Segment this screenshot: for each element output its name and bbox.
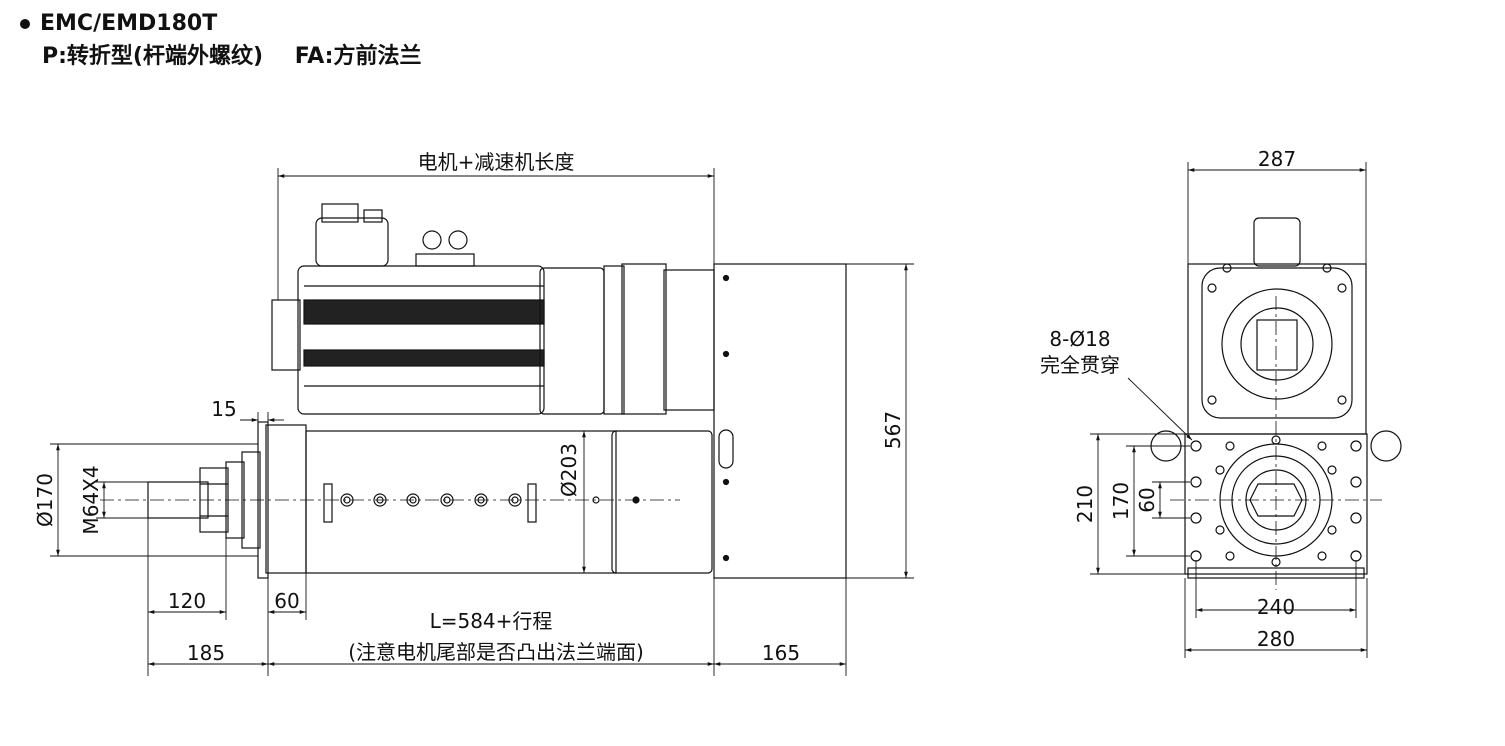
- dim-60: 60: [274, 589, 299, 613]
- variant-line: P:转折型(杆端外螺纹) FA:方前法兰: [14, 40, 445, 74]
- dim-thread-spec: M64X4: [79, 465, 103, 534]
- front-flange: [257, 421, 269, 579]
- model-title: EMC/EMD180T: [40, 11, 218, 36]
- dim-210: 210: [1073, 485, 1097, 523]
- side-view: [50, 168, 914, 676]
- hole-note-count: 8-Ø18: [1049, 327, 1110, 351]
- servo-motor: [271, 203, 715, 415]
- bullet-icon: [20, 19, 30, 29]
- end-dimensions: [1090, 162, 1368, 658]
- dim-body-diameter: Ø203: [557, 443, 581, 497]
- eyebolt-icon: [448, 230, 468, 250]
- dim-60-small: 60: [1135, 487, 1159, 512]
- eyebolt-icon: [422, 230, 442, 250]
- dim-287: 287: [1258, 147, 1296, 171]
- side-dimensions: [50, 168, 914, 676]
- front-cap: [265, 424, 307, 574]
- dim-240: 240: [1257, 595, 1295, 619]
- motor-length-label: 电机+减速机长度: [418, 150, 575, 174]
- dim-15: 15: [211, 397, 236, 421]
- motor-connector: [315, 217, 389, 267]
- barrel-ports: [340, 493, 640, 507]
- cylinder-barrel: [305, 430, 617, 574]
- hex-nut: [199, 467, 229, 533]
- threaded-rod-end: [147, 481, 209, 519]
- dim-rod-diameter: Ø170: [33, 473, 57, 527]
- sensor-bracket-right: [527, 483, 537, 523]
- dim-280: 280: [1257, 627, 1295, 651]
- rod-collar: [225, 461, 245, 539]
- dim-120: 120: [168, 589, 206, 613]
- eyebolt-right-icon: [1370, 430, 1402, 462]
- dim-567: 567: [881, 411, 905, 449]
- dim-170: 170: [1109, 482, 1133, 520]
- sensor-bracket-left: [323, 483, 333, 523]
- stroke-note: (注意电机尾部是否凸出法兰端面): [348, 640, 644, 664]
- end-connector: [1253, 217, 1301, 267]
- model-line: EMC/EMD180T: [14, 8, 445, 40]
- variant-fa-label: FA:方前法兰: [294, 44, 422, 69]
- end-view: [1090, 162, 1402, 658]
- stroke-length-label: L=584+行程: [430, 609, 553, 633]
- rear-housing: [611, 430, 713, 574]
- variant-p-label: P:转折型(杆端外螺纹): [42, 44, 264, 69]
- motor-hub: [1221, 288, 1333, 400]
- hole-note-through: 完全贯穿: [1040, 353, 1120, 377]
- gearbox-plate: [713, 263, 847, 579]
- dim-185: 185: [187, 641, 225, 665]
- drawing-header: EMC/EMD180T P:转折型(杆端外螺纹) FA:方前法兰: [14, 8, 445, 74]
- dim-165: 165: [762, 641, 800, 665]
